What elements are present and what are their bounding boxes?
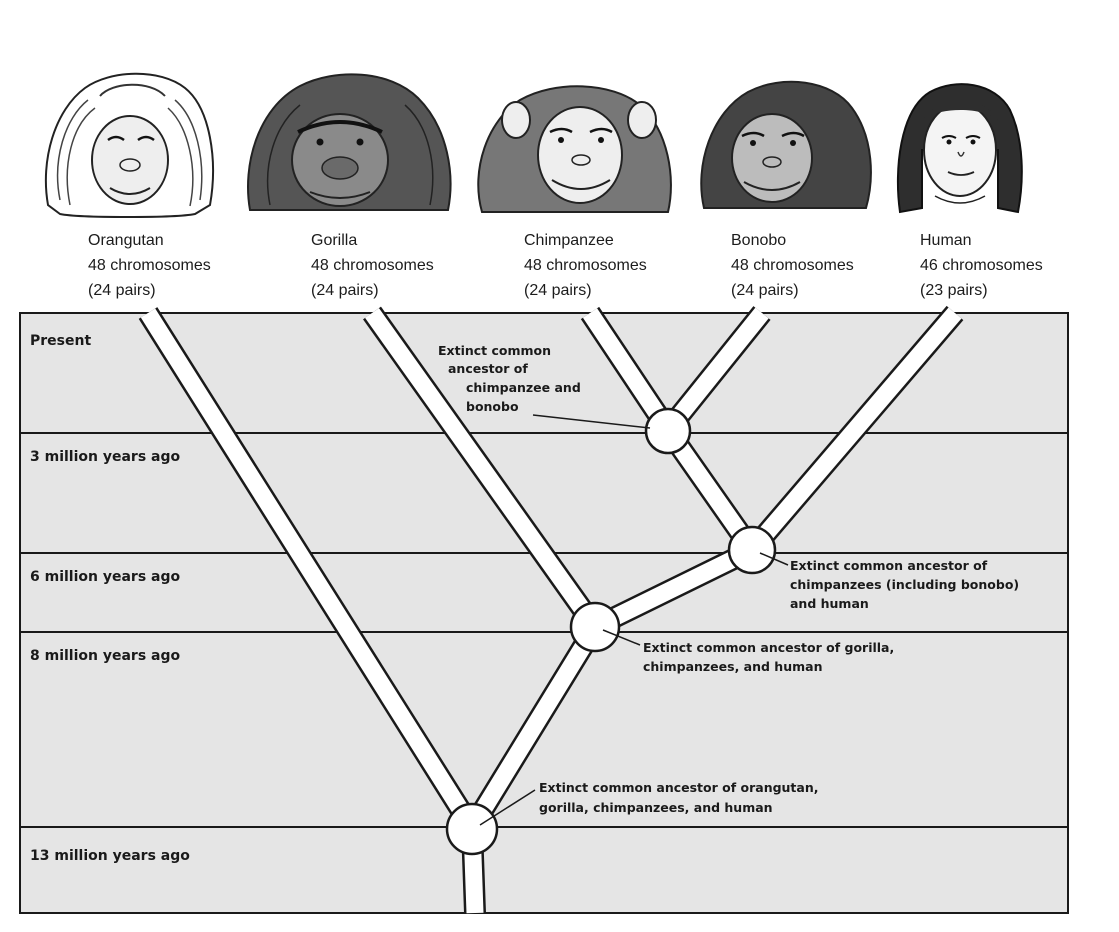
annotation-chimp-bonobo: Extinct common ancestor of chimpanzee an… bbox=[438, 343, 581, 414]
species-pairs: (24 pairs) bbox=[88, 282, 156, 299]
species-chromosomes: 48 chromosomes bbox=[731, 257, 854, 274]
species-pairs: (24 pairs) bbox=[731, 282, 799, 299]
species-label-human: Human 46 chromosomes (23 pairs) bbox=[920, 228, 1043, 303]
species-name: Bonobo bbox=[731, 232, 787, 249]
species-pairs: (24 pairs) bbox=[524, 282, 592, 299]
annotation-line: chimpanzee and bbox=[466, 380, 581, 395]
ancestor-node-gorilla-chimps-human bbox=[569, 601, 621, 653]
annotation-line: ancestor of bbox=[448, 361, 528, 376]
branch-gorilla bbox=[365, 308, 602, 632]
annotation-line: bonobo bbox=[466, 399, 519, 414]
gorilla-portrait-icon bbox=[247, 73, 452, 211]
branch-bonobo bbox=[661, 307, 769, 436]
callout-lines bbox=[479, 414, 789, 826]
timeline-frame bbox=[19, 312, 1069, 914]
branch-human bbox=[745, 307, 962, 556]
callout-line-orangutan-all bbox=[479, 789, 536, 826]
species-name: Gorilla bbox=[311, 232, 358, 249]
tree-branches bbox=[138, 305, 964, 914]
timeline-label-6-mya: 6 million years ago bbox=[30, 569, 181, 585]
annotation-chimps-human: Extinct common ancestor of chimpanzees (… bbox=[790, 558, 1019, 611]
bonobo-portrait-icon bbox=[700, 80, 872, 209]
species-pairs: (24 pairs) bbox=[311, 282, 379, 299]
species-chromosomes: 48 chromosomes bbox=[88, 257, 211, 274]
species-label-gorilla: Gorilla 48 chromosomes (24 pairs) bbox=[311, 228, 434, 303]
chimpanzee-portrait-icon bbox=[477, 85, 672, 213]
annotation-line: Extinct common ancestor of orangutan, bbox=[539, 780, 819, 795]
ancestor-node-chimps-human bbox=[727, 525, 777, 575]
timeline-labels: Present 3 million years ago 6 million ye… bbox=[30, 333, 190, 864]
ancestor-node-chimp-bonobo bbox=[644, 407, 692, 455]
species-label-chimpanzee: Chimpanzee 48 chromosomes (24 pairs) bbox=[524, 228, 647, 303]
species-chromosomes: 48 chromosomes bbox=[524, 257, 647, 274]
annotation-gorilla-chimps-human: Extinct common ancestor of gorilla, chim… bbox=[643, 640, 894, 674]
time-bands bbox=[19, 312, 1069, 914]
ancestor-annotations: Extinct common ancestor of chimpanzee an… bbox=[438, 343, 1019, 815]
timeline-label-13-mya: 13 million years ago bbox=[30, 848, 190, 864]
callout-line-chimps-human bbox=[759, 552, 789, 566]
annotation-line: chimpanzees (including bonobo) bbox=[790, 577, 1019, 592]
time-band-13-mya bbox=[20, 827, 1068, 913]
species-name: Human bbox=[920, 232, 972, 249]
human-portrait-icon bbox=[896, 83, 1023, 214]
annotation-line: Extinct common ancestor of bbox=[790, 558, 988, 573]
annotation-line: gorilla, chimpanzees, and human bbox=[539, 800, 773, 815]
species-label-bonobo: Bonobo 48 chromosomes (24 pairs) bbox=[731, 228, 854, 303]
callout-line-chimp-bonobo bbox=[532, 414, 651, 429]
annotation-line: Extinct common ancestor of gorilla, bbox=[643, 640, 894, 655]
species-label-orangutan: Orangutan 48 chromosomes (24 pairs) bbox=[88, 228, 211, 303]
species-chromosomes: 46 chromosomes bbox=[920, 257, 1043, 274]
timeline-label-3-mya: 3 million years ago bbox=[30, 449, 181, 465]
timeline-label-8-mya: 8 million years ago bbox=[30, 648, 181, 664]
callout-line-gorilla-chimps-human bbox=[602, 629, 641, 646]
timeline-label-present: Present bbox=[30, 333, 91, 349]
species-pairs: (23 pairs) bbox=[920, 282, 988, 299]
ancestor-node-orangutan-all bbox=[445, 802, 499, 856]
annotation-orangutan-all: Extinct common ancestor of orangutan, go… bbox=[539, 780, 819, 815]
time-band-3-mya bbox=[20, 433, 1068, 553]
annotation-line: and human bbox=[790, 596, 869, 611]
annotation-line: chimpanzees, and human bbox=[643, 659, 822, 674]
species-name: Orangutan bbox=[88, 232, 164, 249]
species-chromosomes: 48 chromosomes bbox=[311, 257, 434, 274]
species-name: Chimpanzee bbox=[524, 232, 614, 249]
annotation-line: Extinct common bbox=[438, 343, 551, 358]
orangutan-portrait-icon bbox=[44, 72, 214, 218]
